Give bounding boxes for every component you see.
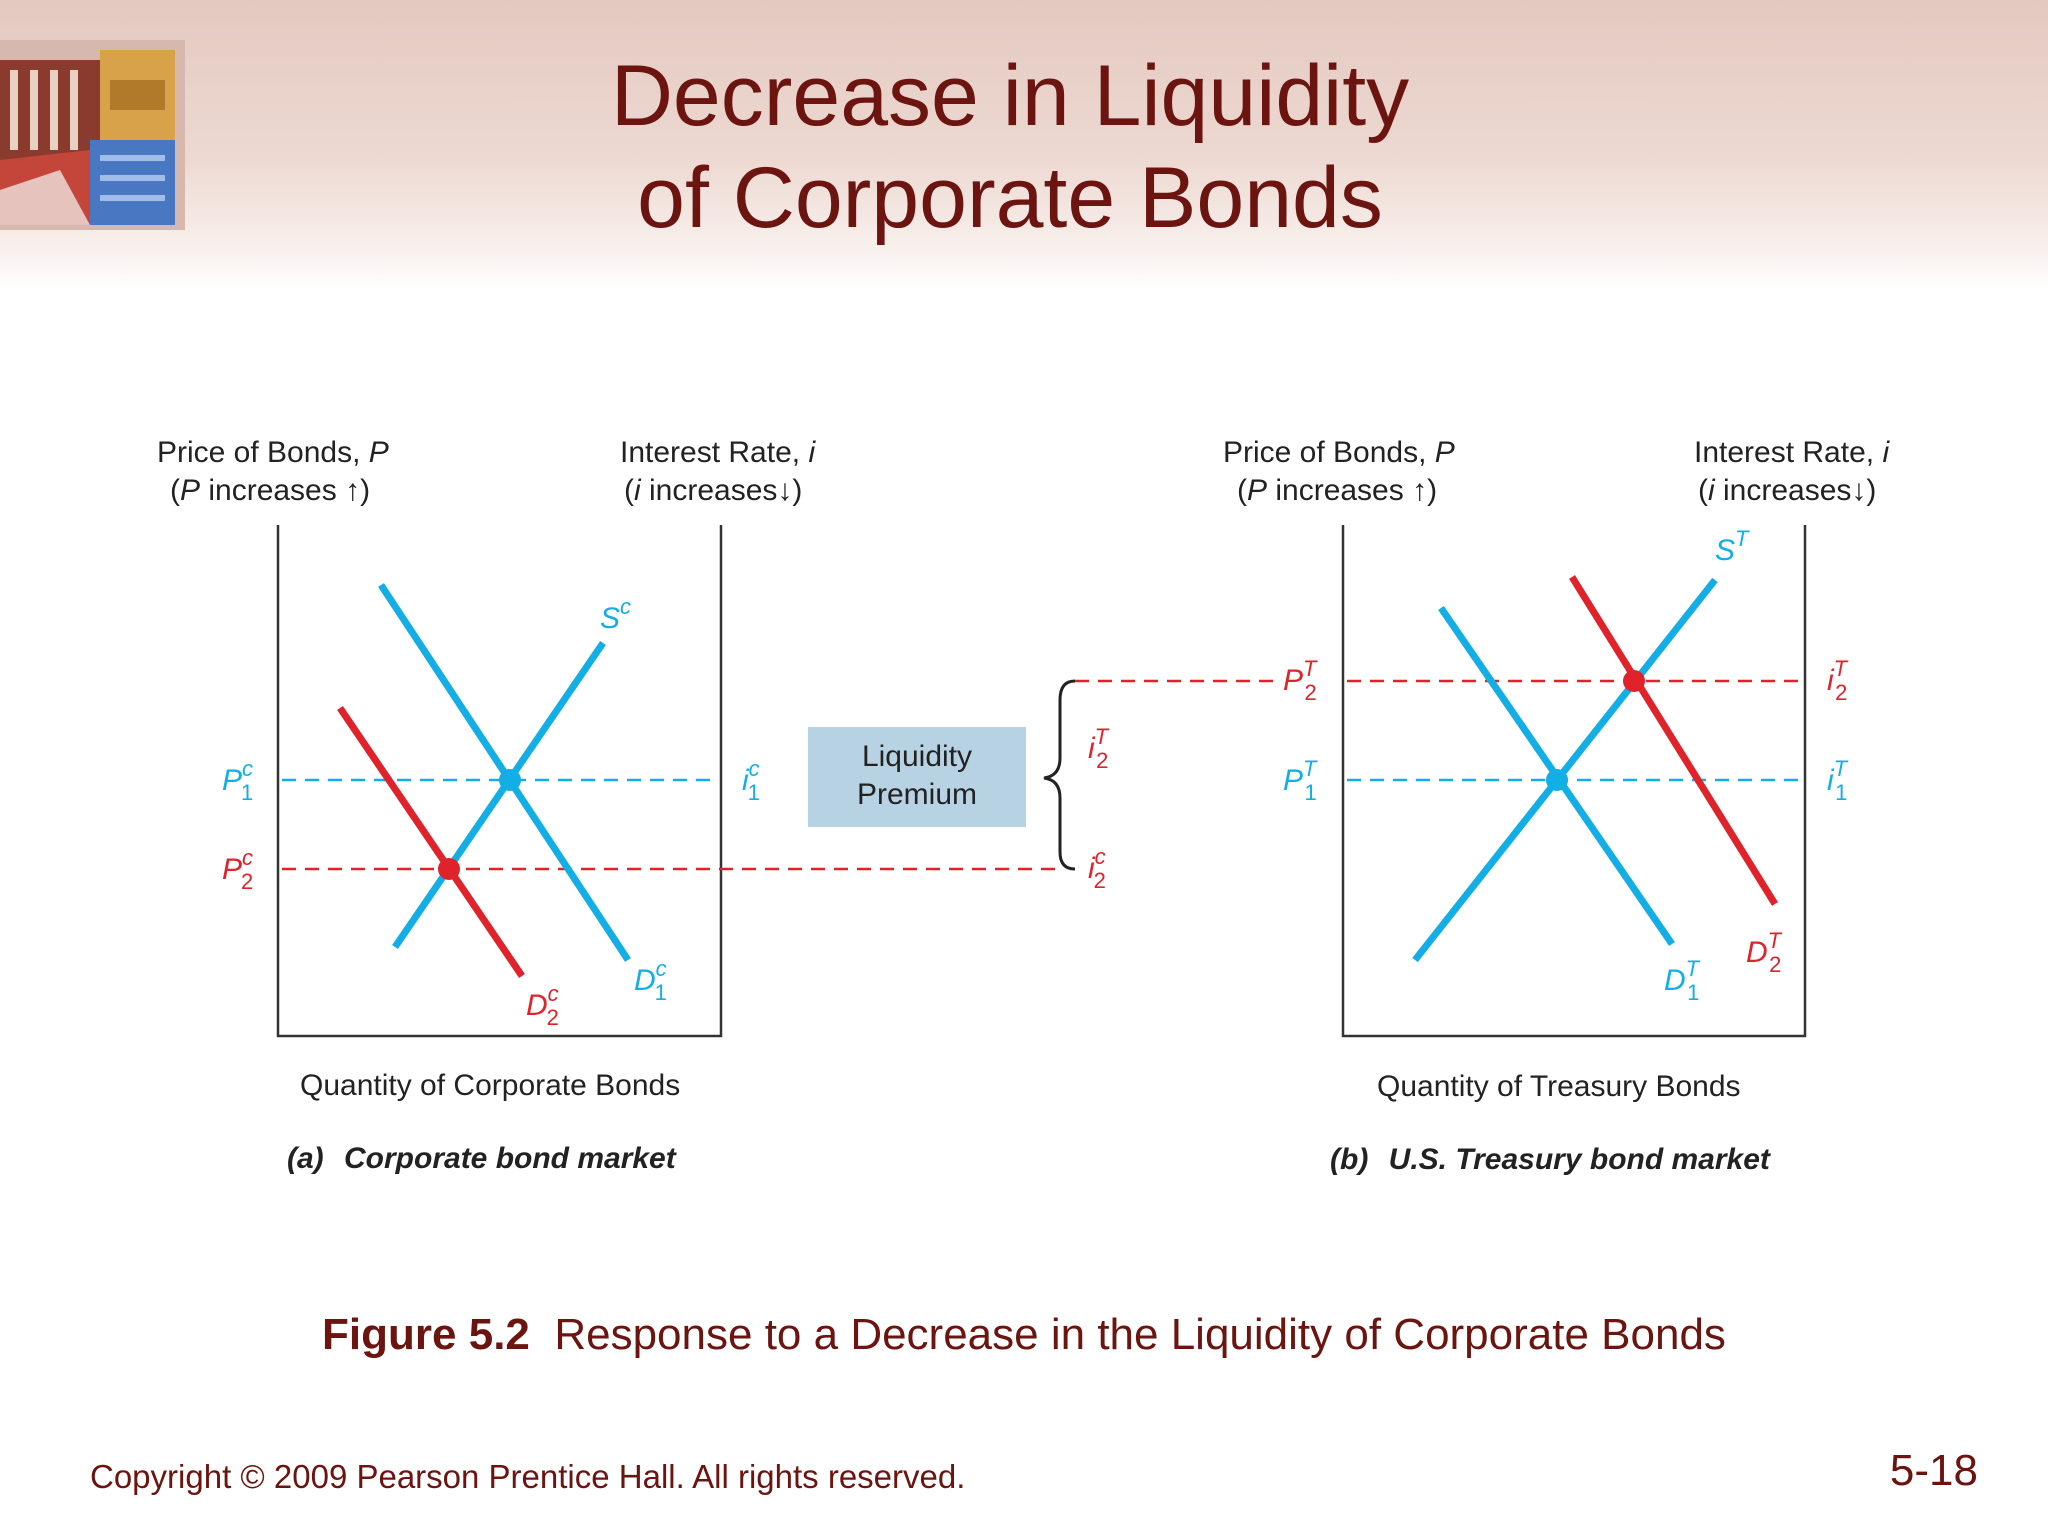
treasury-equilibrium-1: [1546, 769, 1568, 791]
treasury-demand-curve-2: [1572, 577, 1775, 904]
left-price-axis-note: (P increases ↑): [170, 474, 370, 507]
page-number: 5-18: [1890, 1446, 1978, 1496]
figure-caption-text: Response to a Decrease in the Liquidity …: [554, 1310, 1726, 1359]
corporate-panel-title: (a) Corporate bond market: [287, 1142, 678, 1175]
corporate-quantity-axis-label: Quantity of Corporate Bonds: [300, 1069, 680, 1102]
treasury-supply-label: ST: [1715, 526, 1750, 567]
treasury-quantity-axis-label: Quantity of Treasury Bonds: [1377, 1070, 1741, 1103]
right-rate-axis-note: (i increases↓): [1698, 474, 1876, 507]
treasury-bond-panel: Price of Bonds, P (P increases ↑) Intere…: [1223, 436, 1890, 1176]
figure-number: Figure 5.2: [322, 1310, 530, 1359]
right-price-axis-label: Price of Bonds, P: [1223, 436, 1455, 469]
corporate-equilibrium-2: [438, 858, 460, 880]
premium-box-line-1: Liquidity: [862, 740, 972, 773]
left-rate-axis-label: Interest Rate, i: [620, 436, 816, 469]
left-rate-axis-note: (i increases↓): [624, 474, 802, 507]
copyright-notice: Copyright © 2009 Pearson Prentice Hall. …: [90, 1458, 965, 1496]
right-rate-axis-label: Interest Rate, i: [1694, 436, 1890, 469]
corporate-supply-label: Sc: [600, 594, 631, 635]
premium-box-line-2: Premium: [857, 778, 977, 811]
right-price-axis-note: (P increases ↑): [1237, 474, 1437, 507]
figure-caption: Figure 5.2 Response to a Decrease in the…: [0, 1310, 2048, 1360]
corporate-equilibrium-1: [499, 769, 521, 791]
left-price-axis-label: Price of Bonds, P: [157, 436, 389, 469]
treasury-equilibrium-2: [1623, 670, 1645, 692]
liquidity-premium-brace: [1044, 681, 1075, 869]
corporate-supply-curve: [395, 643, 603, 947]
treasury-panel-title: (b) U.S. Treasury bond market: [1330, 1143, 1772, 1176]
right-panel-frame: [1343, 525, 1805, 1036]
corporate-demand-curve-2: [340, 708, 522, 976]
